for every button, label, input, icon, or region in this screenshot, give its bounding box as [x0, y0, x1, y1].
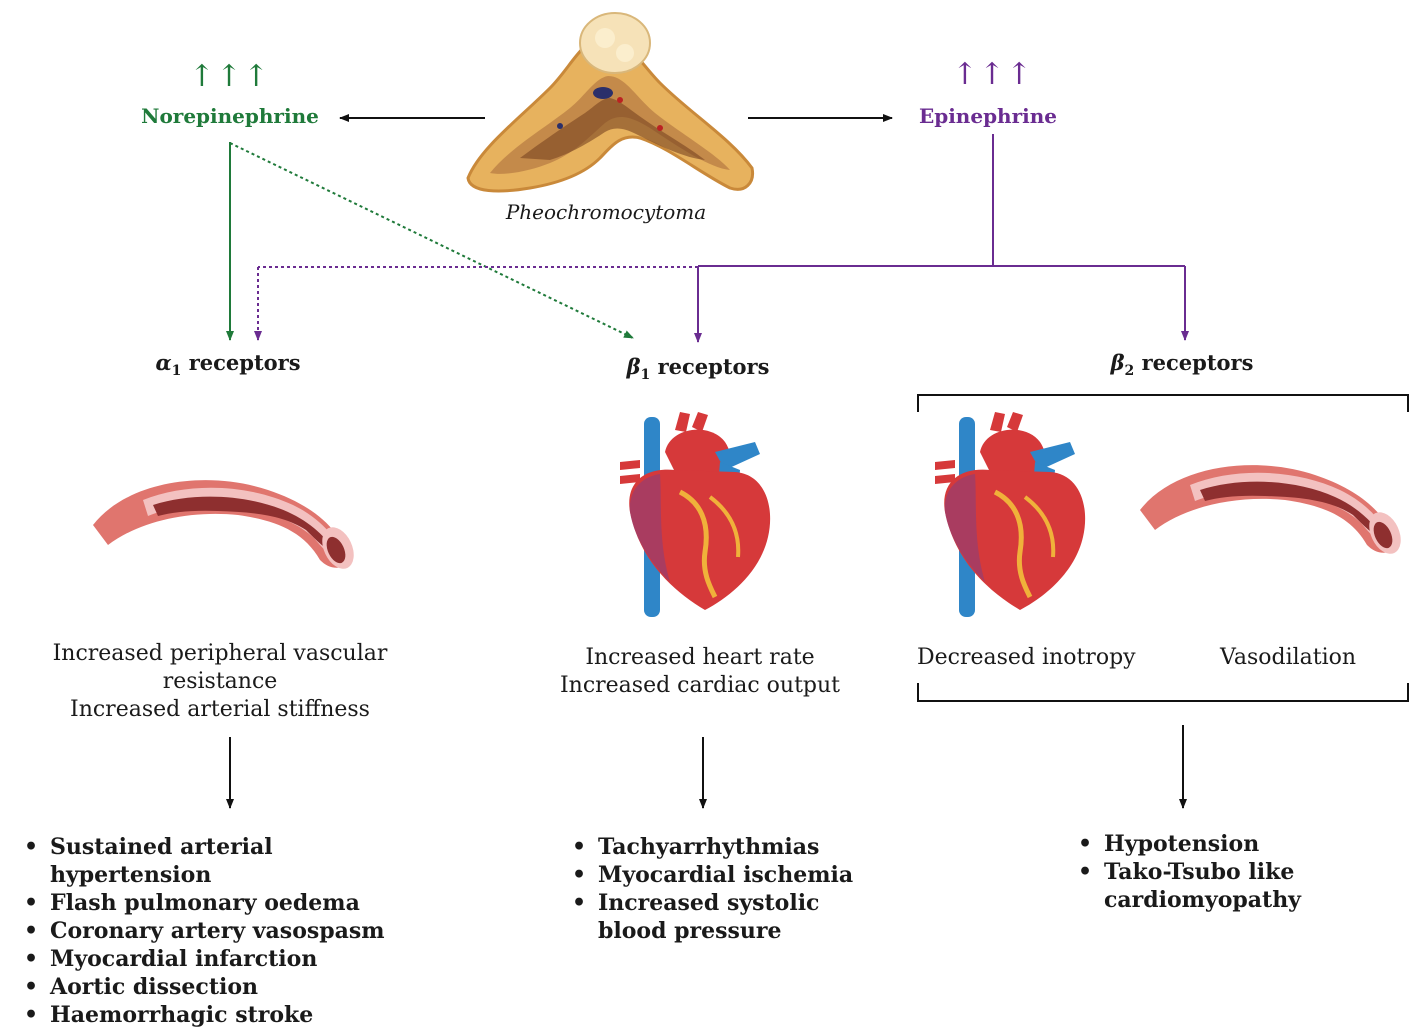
norepinephrine-label: Norepinephrine: [141, 104, 319, 128]
epinephrine-increase-arrows: ↑↑↑: [952, 57, 1034, 92]
adrenal-gland-icon: [466, 12, 755, 193]
pheochromocytoma-caption: Pheochromocytoma: [505, 200, 707, 224]
alpha1-effects: Increased peripheral vascular resistance…: [0, 640, 440, 724]
beta2-receptors-label: β2 receptors: [1110, 350, 1254, 380]
alpha1-effect-line: Increased peripheral vascular resistance: [52, 641, 388, 694]
beta2-top-bracket: [917, 394, 1409, 412]
beta1-effects: Increased heart rate Increased cardiac o…: [545, 644, 855, 700]
list-item: Sustained arterial hypertension: [24, 833, 434, 889]
beta2-bottom-bracket: [917, 683, 1409, 702]
alpha1-receptors-label: α1 receptors: [155, 350, 301, 380]
beta1-receptors-label: β1 receptors: [626, 354, 770, 384]
epinephrine-label: Epinephrine: [918, 104, 1058, 128]
beta1-effect-line: Increased heart rate: [585, 645, 815, 670]
list-item: Tachyarrhythmias: [572, 833, 872, 861]
beta1-outcomes-list: Tachyarrhythmias Myocardial ischemia Inc…: [572, 833, 872, 945]
alpha1-outcomes-list: Sustained arterial hypertension Flash pu…: [24, 833, 434, 1029]
heart-icon: [620, 412, 771, 617]
list-item: Flash pulmonary oedema: [24, 889, 434, 917]
list-item: Tako-Tsubo like cardiomyopathy: [1078, 858, 1308, 914]
blood-vessel-icon: [93, 480, 354, 569]
beta1-effect-line: Increased cardiac output: [559, 673, 841, 698]
list-item: Aortic dissection: [24, 973, 434, 1001]
list-item: Coronary artery vasospasm: [24, 917, 434, 945]
norepinephrine-increase-arrows: ↑↑↑: [189, 59, 271, 94]
beta2-effect-left: Decreased inotropy: [917, 645, 1136, 670]
heart-inotropy-icon: [935, 412, 1086, 617]
list-item: Myocardial infarction: [24, 945, 434, 973]
list-item: Haemorrhagic stroke: [24, 1001, 434, 1029]
alpha1-effect-line: Increased arterial stiffness: [70, 697, 370, 722]
beta2-effect-right: Vasodilation: [1220, 645, 1357, 670]
list-item: Hypotension: [1078, 830, 1308, 858]
blood-vessel-vasodilation-icon: [1140, 465, 1401, 554]
beta2-outcomes-list: Hypotension Tako-Tsubo like cardiomyopat…: [1078, 830, 1308, 914]
list-item: Myocardial ischemia: [572, 861, 872, 889]
ne-to-beta1-dotted-arrow: [229, 142, 634, 339]
list-item: Increased systolic blood pressure: [572, 889, 872, 945]
